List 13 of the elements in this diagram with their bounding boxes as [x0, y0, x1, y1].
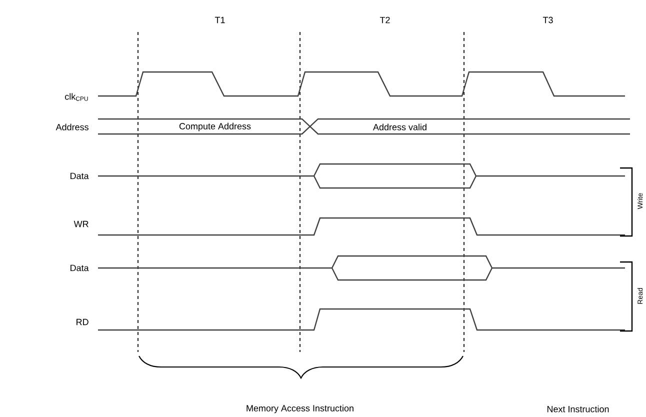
- period-label: T2: [380, 16, 390, 24]
- signal-label: clk$_{CPU}$: [65, 93, 88, 101]
- signal-label: Data: [70, 172, 89, 180]
- period-label: T3: [542, 16, 553, 24]
- signal-label: WR: [74, 220, 88, 228]
- signal-label: Address: [56, 124, 88, 130]
- phase-label: Next Instruction: [547, 406, 609, 412]
- period-label: T1: [214, 16, 225, 24]
- signal-label: Data: [70, 264, 89, 272]
- phase-label: Memory Access Instruction: [246, 404, 354, 414]
- signal-label: RD: [76, 318, 88, 326]
- bus-value-label: Address valid: [373, 124, 426, 130]
- bus-value-label: Compute Address: [179, 122, 251, 132]
